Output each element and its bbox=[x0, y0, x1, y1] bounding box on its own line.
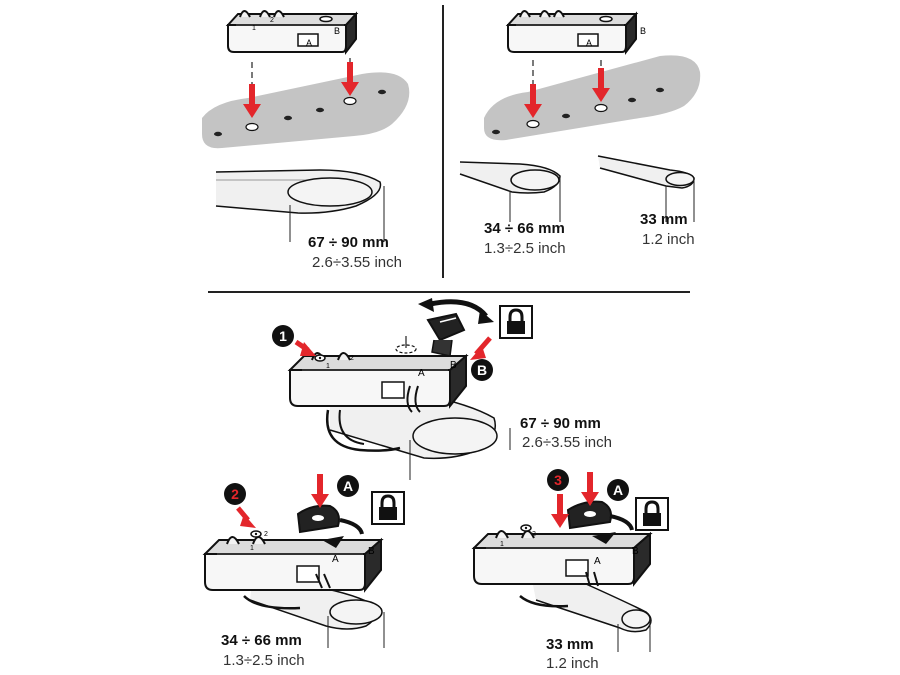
bar-width-inch: 1.3÷2.5 inch bbox=[484, 240, 566, 257]
svg-text:2: 2 bbox=[231, 486, 239, 502]
roof-bar-icon bbox=[249, 583, 383, 630]
rotate-label-b: B bbox=[471, 359, 493, 381]
svg-text:A: A bbox=[343, 478, 353, 494]
clamp-part-icon bbox=[296, 504, 340, 534]
rotate-arrow-icon bbox=[592, 532, 616, 544]
part-label-a: A bbox=[418, 368, 425, 379]
clamp-part-icon bbox=[314, 354, 326, 362]
down-arrow-icon bbox=[551, 494, 569, 528]
part-label-b: B bbox=[640, 26, 646, 36]
panel-bottom-left: A B 2 1 A 2 bbox=[204, 474, 406, 648]
roof-surface bbox=[202, 72, 410, 149]
lock-icon bbox=[634, 496, 670, 532]
roof-bar-icon bbox=[459, 161, 561, 194]
panel-top-right: A B bbox=[459, 10, 701, 222]
foot-pad-part bbox=[507, 10, 637, 53]
press-arrow-icon bbox=[470, 346, 486, 360]
down-arrow-icon bbox=[311, 474, 329, 508]
bar-width-inch: 1.2 inch bbox=[546, 655, 599, 672]
panel-top-left: A B 1 2 bbox=[202, 10, 410, 242]
rotate-arrow-icon bbox=[478, 310, 494, 324]
part-label-b: B bbox=[368, 546, 375, 557]
slot-label-2: 2 bbox=[532, 531, 536, 538]
svg-text:A: A bbox=[613, 482, 623, 498]
foot-pad-part bbox=[204, 536, 382, 591]
roof-surface bbox=[484, 55, 701, 141]
slot-label-1: 1 bbox=[500, 541, 504, 548]
slot-label-1: 1 bbox=[326, 363, 330, 370]
bar-width-mm: 67 ÷ 90 mm bbox=[308, 234, 389, 251]
part-label-a: A bbox=[306, 38, 312, 48]
part-label-a: A bbox=[332, 554, 339, 565]
roof-bar-icon bbox=[215, 169, 382, 214]
bar-width-inch: 1.2 inch bbox=[642, 231, 695, 248]
slot-label-2: 2 bbox=[270, 17, 274, 24]
lock-icon bbox=[498, 304, 534, 340]
bar-width-mm: 67 ÷ 90 mm bbox=[520, 415, 601, 432]
bar-width-mm: 33 mm bbox=[546, 636, 594, 653]
panel-middle: A B 1 2 1 B bbox=[272, 298, 534, 480]
part-label-a: A bbox=[586, 38, 592, 48]
press-label-a: A bbox=[337, 475, 359, 497]
slot-label-2: 2 bbox=[350, 355, 354, 362]
part-label-b: B bbox=[334, 26, 340, 36]
part-label-b: B bbox=[450, 360, 457, 371]
panel-bottom-right: A B 2 1 A 3 bbox=[473, 469, 670, 652]
press-arrow-icon bbox=[240, 514, 256, 528]
svg-text:1: 1 bbox=[279, 328, 287, 344]
foot-pad-part bbox=[473, 530, 651, 585]
slot-label-2: 2 bbox=[264, 531, 268, 538]
svg-text:B: B bbox=[477, 362, 487, 378]
rotate-arrow-icon bbox=[322, 536, 344, 548]
slot-label-1: 1 bbox=[252, 25, 256, 32]
roof-bar-icon bbox=[531, 579, 652, 633]
foot-pad-part bbox=[289, 352, 467, 407]
step-marker-3: 3 bbox=[547, 469, 569, 491]
clamp-part-icon bbox=[566, 500, 612, 530]
part-label-b: B bbox=[632, 546, 639, 557]
bar-width-mm: 33 mm bbox=[640, 211, 688, 228]
press-label-a: A bbox=[607, 479, 629, 501]
bar-width-mm: 34 ÷ 66 mm bbox=[221, 632, 302, 649]
slot-label-1: 1 bbox=[250, 545, 254, 552]
lock-icon bbox=[370, 490, 406, 526]
bar-width-inch: 2.6÷3.55 inch bbox=[522, 434, 612, 451]
bar-width-inch: 2.6÷3.55 inch bbox=[312, 254, 402, 271]
roof-bar-icon bbox=[597, 155, 695, 189]
bar-width-inch: 1.3÷2.5 inch bbox=[223, 652, 305, 669]
press-arrow-icon bbox=[300, 342, 316, 356]
clamp-part-icon bbox=[250, 530, 262, 538]
roof-bar-icon bbox=[329, 393, 498, 460]
svg-text:3: 3 bbox=[554, 472, 562, 488]
bar-width-mm: 34 ÷ 66 mm bbox=[484, 220, 565, 237]
step-marker-2: 2 bbox=[224, 483, 246, 505]
clamp-part-icon bbox=[520, 524, 532, 532]
part-label-a: A bbox=[594, 556, 601, 567]
clamp-part-icon bbox=[426, 312, 466, 357]
step-marker-1: 1 bbox=[272, 325, 294, 347]
